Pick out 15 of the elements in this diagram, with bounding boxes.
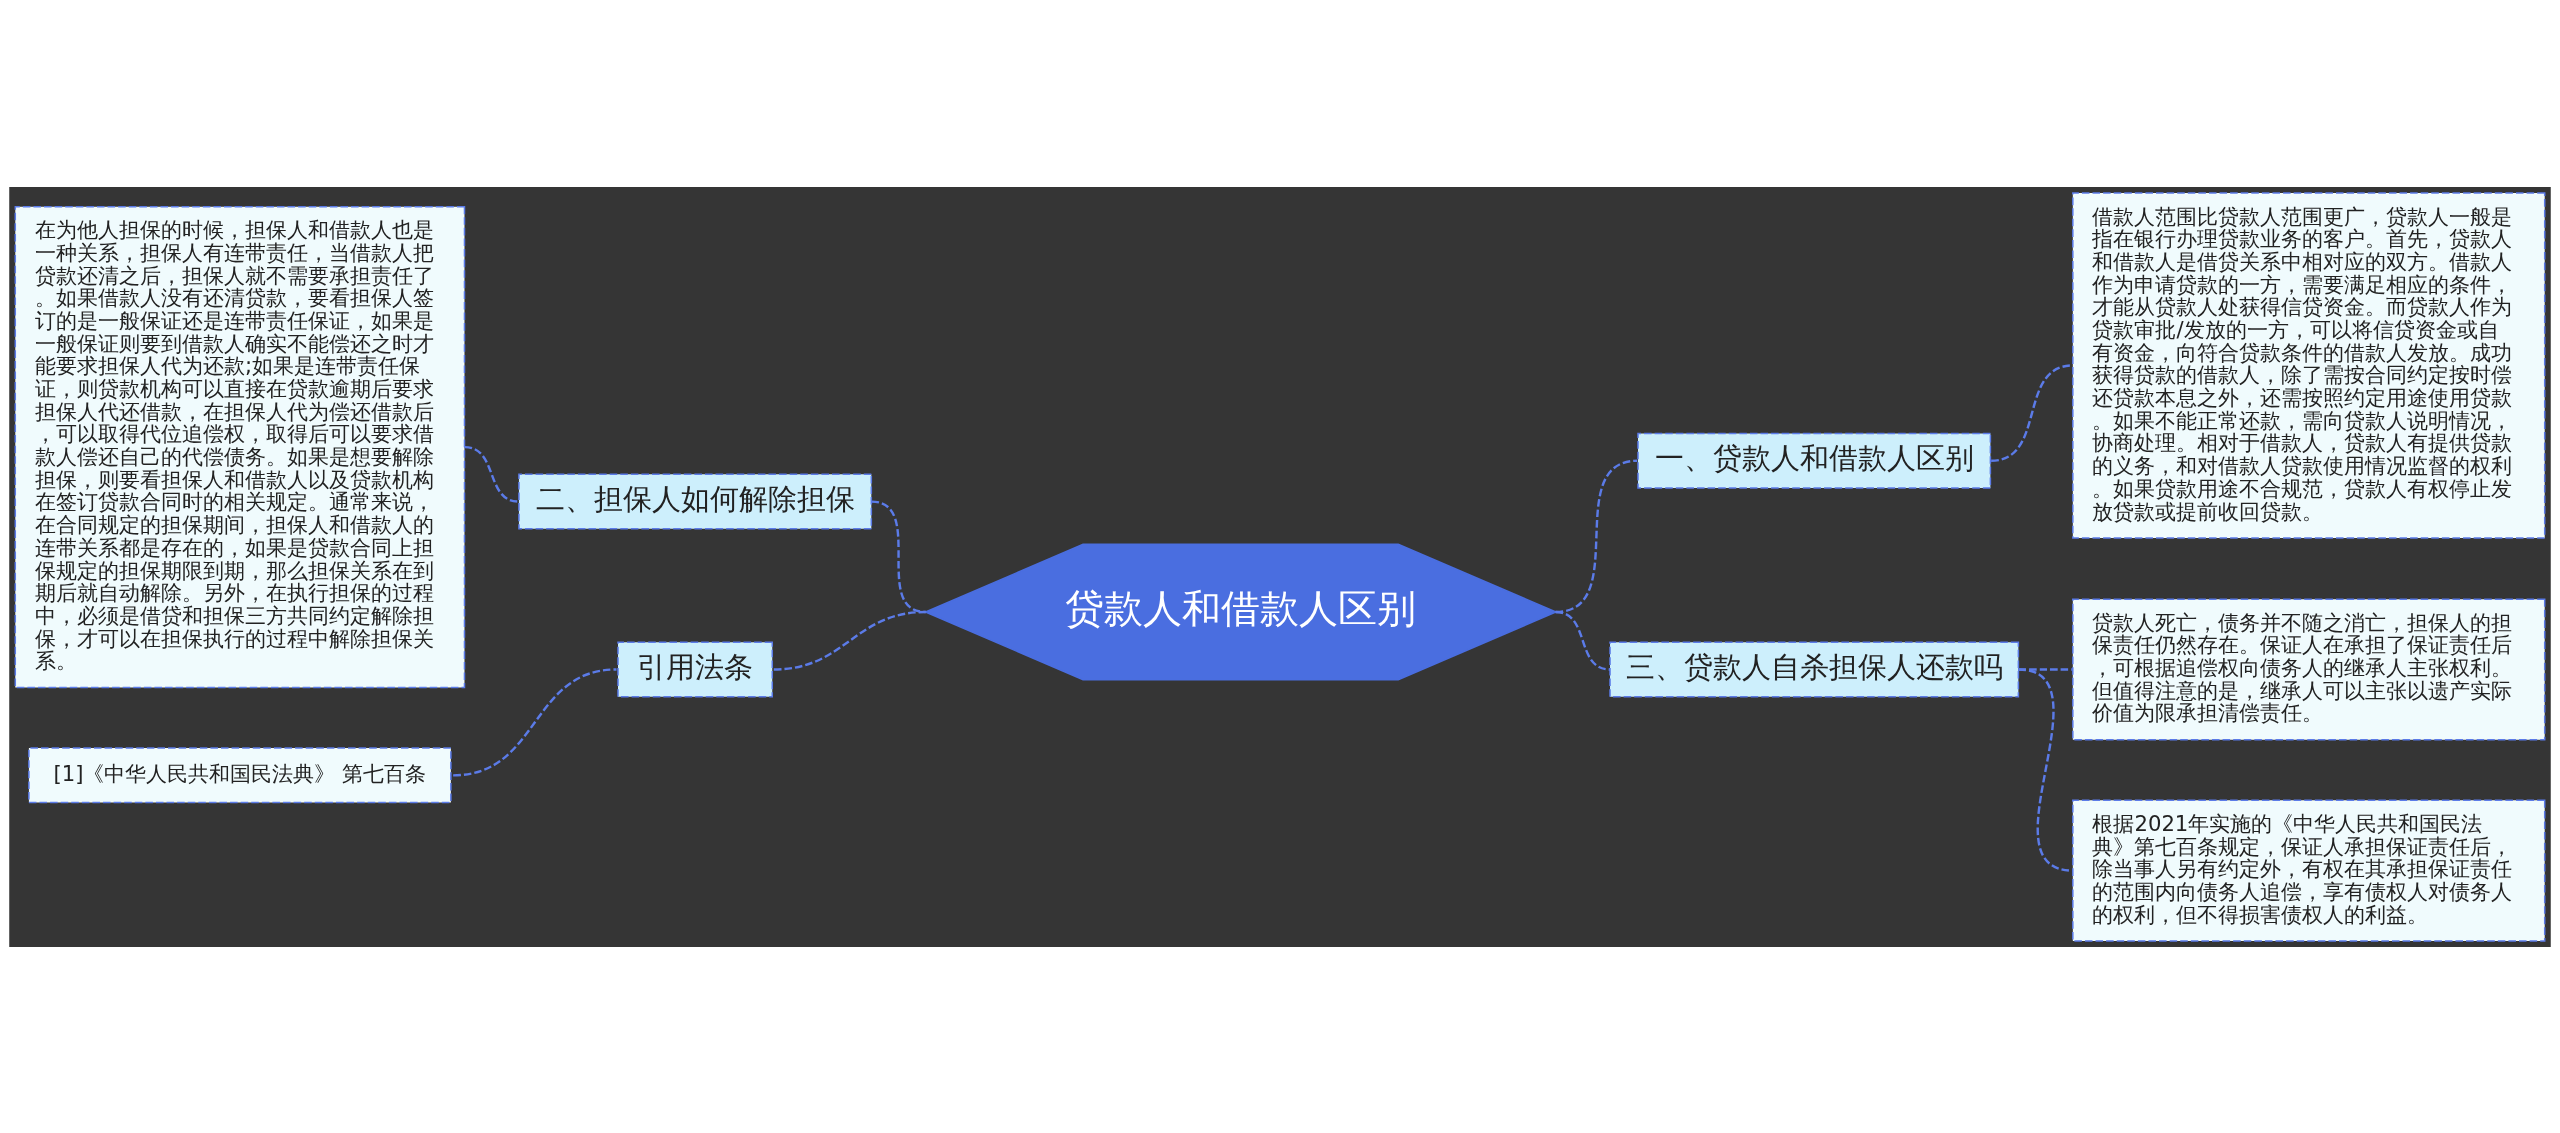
- node-box: 贷款人死亡，债务并不随之消亡，担保人的担保责任仍然存在。保证人在承担了保证责任后，可根据追偿权向债务人的继承人主张权利。但值得注意的是，继承人可以主张以遗产实际价值为限承担清偿责任。: [2072, 597, 2546, 741]
- node-box: 根据2021年实施的《中华人民共和国民法典》第七百条规定，保证人承担保证责任后，除当事人另有约定外，有权在其承担保证责任的范围内向债务人追偿，享有债权人对债务人的权利，但不得损害债权人的利益。: [2072, 799, 2546, 942]
- connector: [1555, 610, 1611, 671]
- connector: [453, 667, 617, 777]
- connector: [464, 445, 520, 503]
- node-box: 在为他人担保的时候，担保人和借款人也是一种关系，担保人有连带责任，当借款人把贷款还清之后，担保人就不需要承担责任了。如果借款人没有还清贷款，要看担保人签订的是一般保证还是连带责任保证，如果是一般保证则要到借款人确实不能偿还之时才能要求担保人代为还款;如果是连带责任保证，则贷款机构可以直接在贷款逾期后要求担保人代还借款，在担保人代为偿还借款后，可以取得代位追偿权，取得后可以要求借款人偿还自己的代偿债务。如果是想要解除担保，则要看担保人和借款人以及贷款机构在签订贷款合同时的相关规定。通常来说，在合同规定的担保期间，担保人和借款人的连带关系都是存在的，如果是贷款合同上担保规定的担保期限到期，那么担保关系在到期后就自动解除。另外，在执行担保的过程中，必须是借贷和担保三方共同约定解除担保，才可以在担保执行的过程中解除担保关系。: [14, 205, 466, 688]
- node-box: 一、贷款人和借款人区别: [1637, 432, 1992, 489]
- connector: [773, 610, 926, 671]
- node-box: 引用法条: [617, 641, 774, 697]
- connector: [2018, 667, 2074, 872]
- connector: [1990, 363, 2073, 462]
- node-box: 二、担保人如何解除担保: [518, 473, 873, 530]
- node-box: [1]《中华人民共和国民法典》 第七百条: [28, 746, 452, 803]
- node-box: 三、贷款人自杀担保人还款吗: [1609, 641, 2020, 697]
- node-box: 借款人范围比贷款人范围更广，贷款人一般是指在银行办理贷款业务的客户。首先，贷款人和借款人是借贷关系中相对应的双方。借款人作为申请贷款的一方，需要满足相应的条件，才能从贷款人处获得信贷资金。而贷款人作为贷款审批/发放的一方，可以将信贷资金或自有资金，向符合贷款条件的借款人发放。成功获得贷款的借款人，除了需按合同约定按时偿还贷款本息之外，还需按照约定用途使用贷款。如果不能正常还款，需向贷款人说明情况，协商处理。相对于借款人，贷款人有提供贷款的义务，和对借款人贷款使用情况监督的权利。如果贷款用途不合规范，贷款人有权停止发放贷款或提前收回贷款。: [2072, 191, 2546, 539]
